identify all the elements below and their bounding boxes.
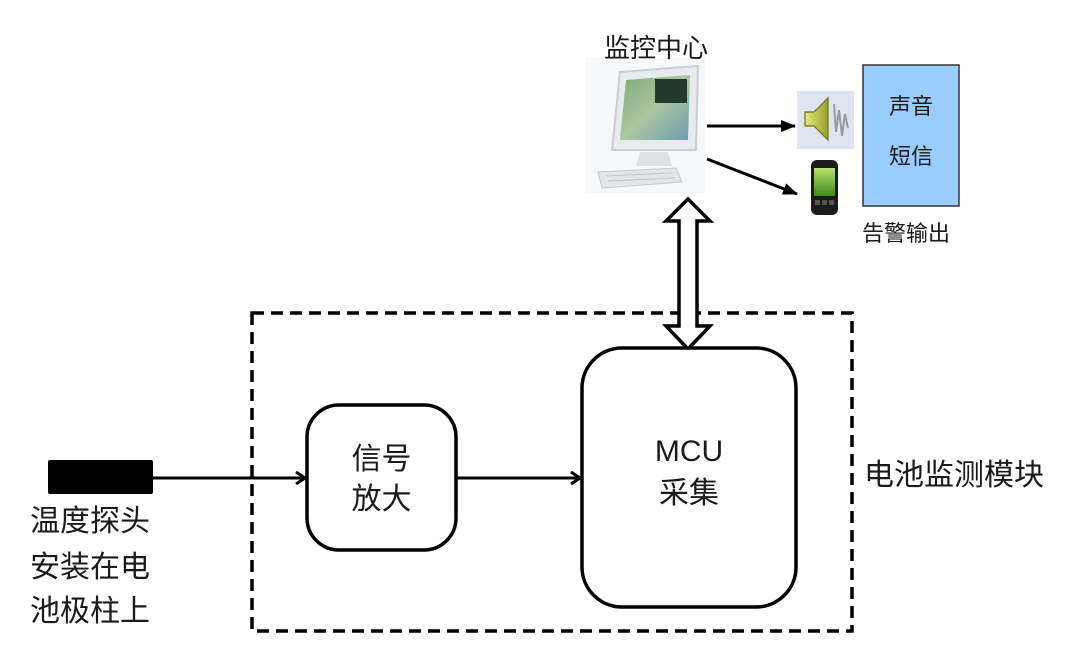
mcu-box: [580, 346, 798, 609]
temperature-probe: [48, 460, 153, 494]
alarm-box-line-sound: 声音: [888, 95, 933, 120]
alarm-output-box: [862, 64, 960, 207]
amplifier-line-2: 放大: [351, 482, 412, 517]
probe-label-line-3: 池极柱上: [30, 594, 150, 629]
probe-label-line-1: 温度探头: [30, 504, 150, 539]
probe-label-line-2: 安装在电: [30, 550, 150, 585]
speaker-sound-icon: [797, 91, 854, 149]
battery-module-label: 电池监测模块: [864, 458, 1044, 493]
mcu-line-1: MCU: [654, 435, 724, 468]
computer-monitor-icon: [585, 58, 705, 193]
monitoring-center-label: 监控中心: [604, 34, 709, 64]
amplifier-line-1: 信号: [351, 442, 412, 477]
alarm-output-caption: 告警输出: [862, 222, 951, 247]
alarm-box-line-sms: 短信: [888, 145, 933, 170]
battery-module-boundary: [250, 311, 854, 633]
mcu-line-2: 采集: [659, 476, 719, 511]
mobile-phone-icon: [811, 160, 838, 215]
arrow-to-phone: [706, 157, 798, 196]
bidirectional-data-arrow: [661, 196, 715, 352]
